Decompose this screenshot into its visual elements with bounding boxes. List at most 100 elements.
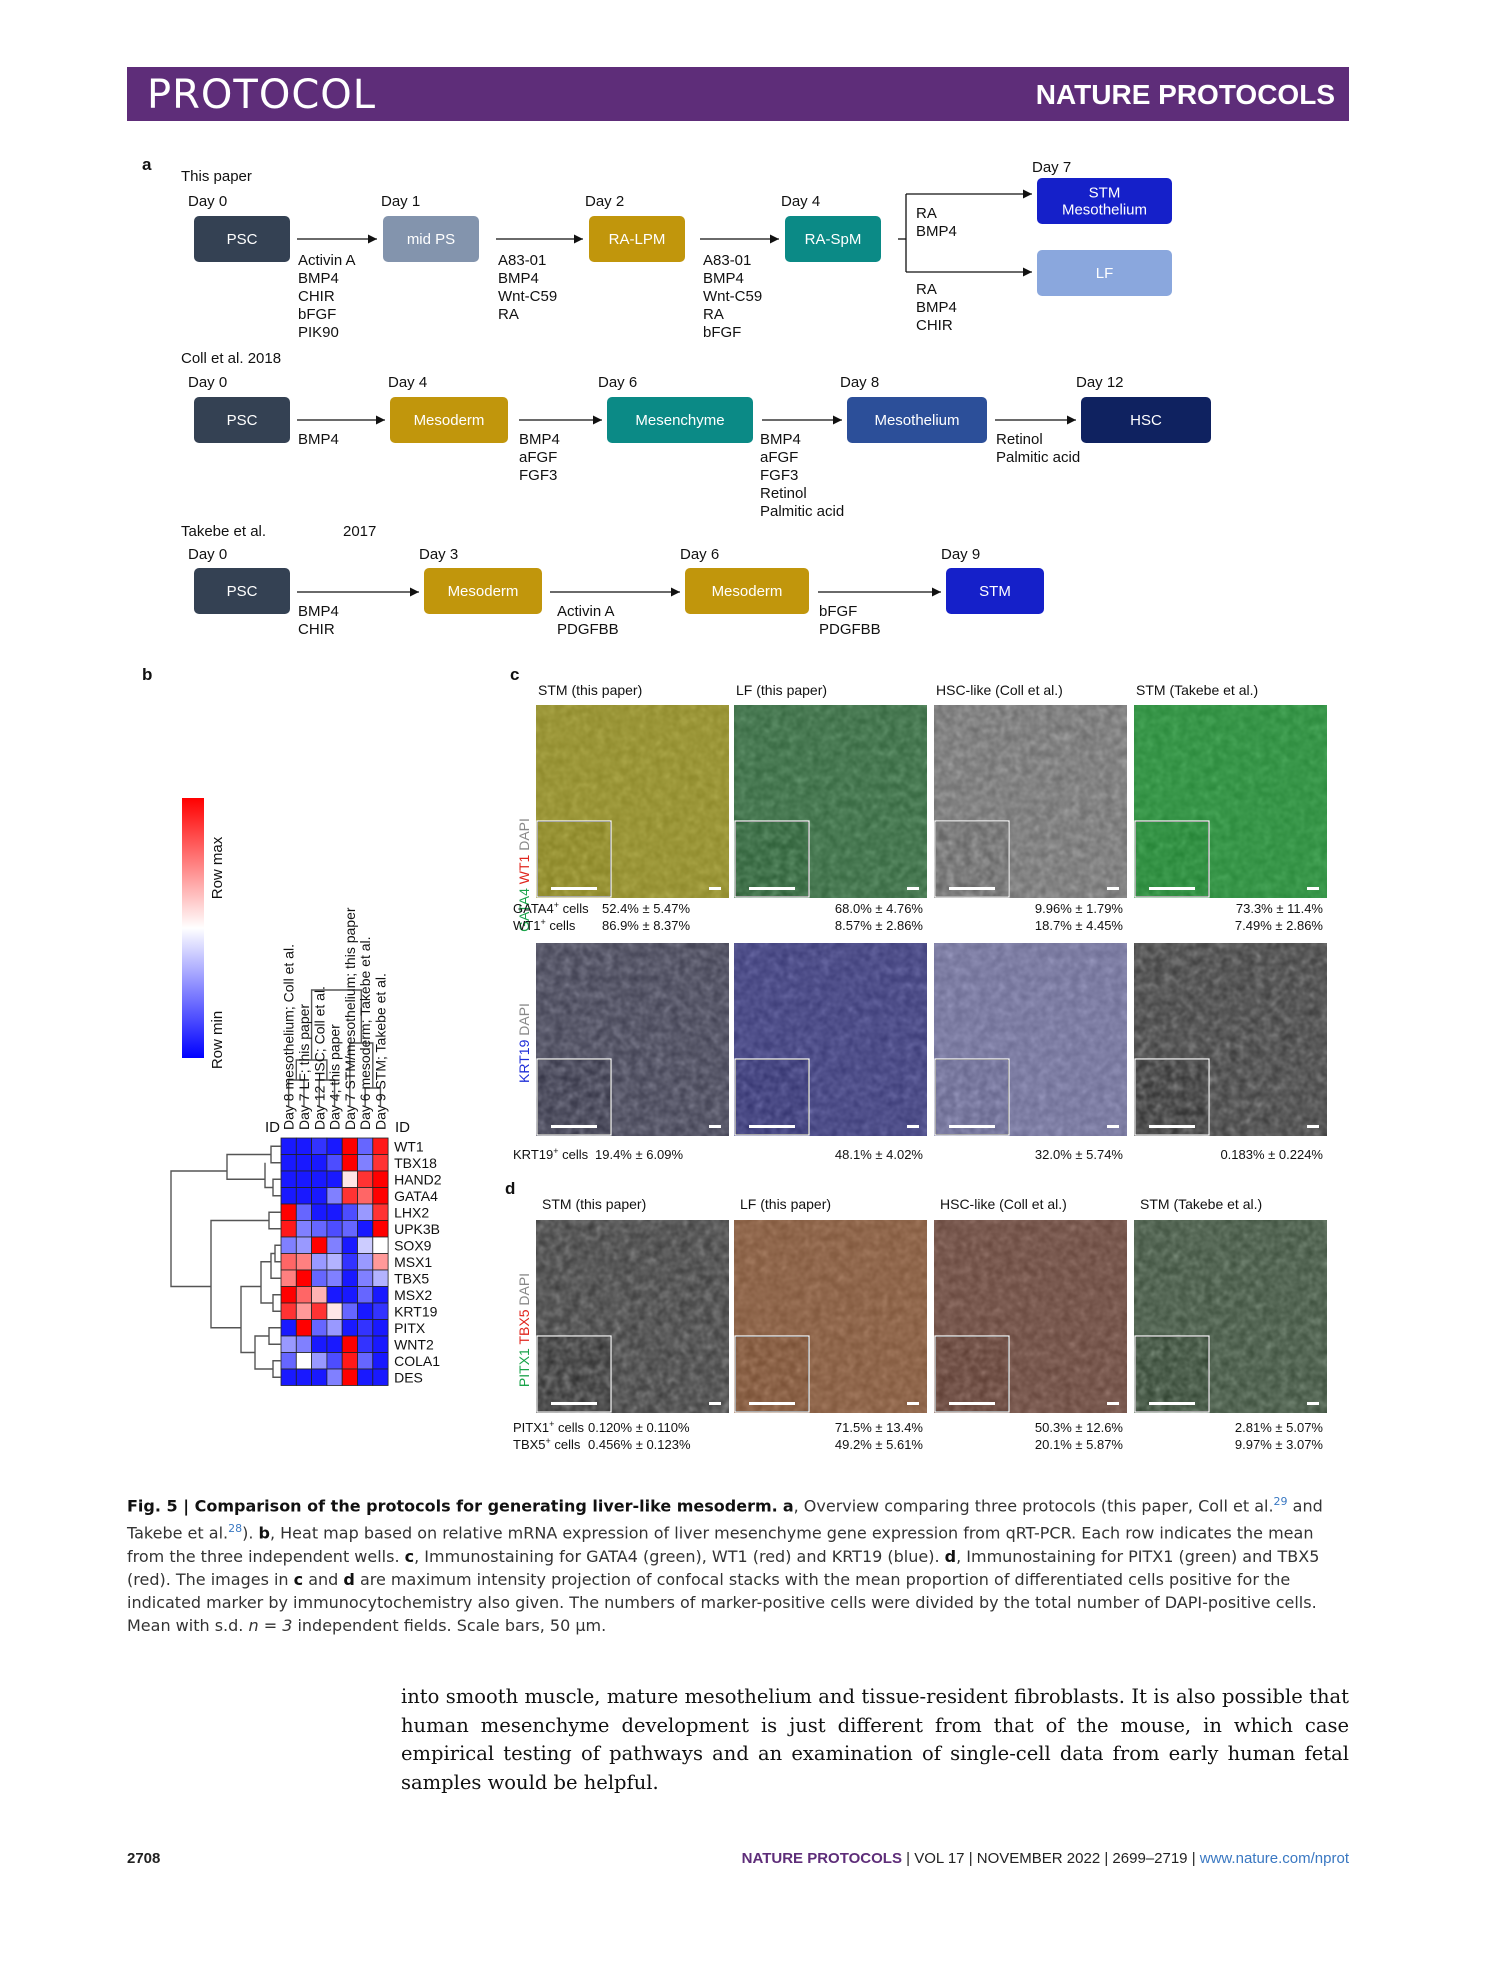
scale-bar-inset <box>749 1402 795 1405</box>
condition-text: CHIR <box>298 621 335 638</box>
stat-value: 50.3% ± 12.6% <box>1035 1420 1124 1435</box>
condition-text: bFGF <box>298 306 336 323</box>
heatmap-cell <box>280 1236 297 1254</box>
heatmap-cell <box>341 1368 358 1386</box>
journal-header-bar: PROTOCOL NATURE PROTOCOLS <box>127 67 1349 121</box>
heatmap-cell <box>295 1137 313 1155</box>
protocol-year-takebe: 2017 <box>343 523 376 540</box>
stat-value: 7.49% ± 2.86% <box>1235 918 1324 933</box>
heatmap-cell <box>326 1187 343 1205</box>
column-label: Day 8 mesothelium; Coll et al. <box>281 944 297 1130</box>
heatmap-cell <box>341 1319 358 1337</box>
row-dendrogram <box>268 1327 281 1345</box>
condition-text: Retinol <box>996 431 1043 448</box>
heatmap-cell <box>295 1154 313 1172</box>
condition-text: BMP4 <box>298 431 339 448</box>
caption-close: ). <box>242 1523 259 1543</box>
heatmap-cell <box>357 1286 374 1304</box>
column-label: Day 6 mesoderm; Takebe et al. <box>357 936 373 1130</box>
heatmap-cell <box>311 1154 328 1172</box>
reference-29[interactable]: 29 <box>1273 1495 1288 1508</box>
scale-bar <box>709 1402 721 1405</box>
row-dendrogram <box>274 1244 281 1263</box>
row-dendrogram <box>260 1261 273 1304</box>
heatmap-cell <box>357 1203 374 1221</box>
heatmap-cell <box>357 1170 374 1188</box>
day-label: Day 9 <box>941 546 980 563</box>
scale-bar <box>907 1125 919 1128</box>
heatmap-cell <box>295 1335 313 1353</box>
heatmap-cell <box>372 1286 389 1304</box>
column-header-c: LF (this paper) <box>736 682 827 698</box>
heatmap-cell <box>280 1352 297 1370</box>
heatmap-cell <box>357 1253 374 1271</box>
protocol-title-takebe: Takebe et al. <box>181 523 266 540</box>
condition-text: A83-01 <box>703 252 751 269</box>
column-header-d: STM (Takebe et al.) <box>1140 1196 1262 1212</box>
scale-bar-inset <box>551 887 597 890</box>
reference-28[interactable]: 28 <box>228 1522 243 1536</box>
day-label: Day 7 <box>1032 159 1071 176</box>
heatmap-cell <box>295 1236 313 1254</box>
protocol-box-label: mid PS <box>407 231 455 248</box>
footer-url-link[interactable]: www.nature.com/nprot <box>1199 1850 1349 1867</box>
legend-max-label: Row max <box>209 836 226 899</box>
gene-label: MSX1 <box>394 1254 432 1270</box>
heatmap-cell <box>341 1154 358 1172</box>
protocol-box-label: Mesothelium <box>1062 202 1147 219</box>
protocol-box <box>194 216 290 262</box>
caption-title: Fig. 5 | Comparison of the protocols for… <box>127 1496 778 1516</box>
panel-b-label: b <box>142 665 153 684</box>
condition-text: RA <box>703 306 724 323</box>
footer-sep: | <box>1191 1850 1196 1867</box>
protocol-box-label: Mesoderm <box>448 583 519 600</box>
caption-c-text: , Immunostaining for GATA4 (green), WT1 … <box>414 1546 945 1566</box>
heatmap-cell <box>280 1269 297 1287</box>
heatmap-cell <box>341 1187 358 1205</box>
scale-bar <box>1107 1125 1119 1128</box>
caption-takebe: and Takebe et al. <box>127 1496 1323 1543</box>
heatmap-cell <box>311 1302 328 1320</box>
stat-value: 20.1% ± 5.87% <box>1035 1437 1124 1452</box>
column-dendrogram <box>310 989 363 1060</box>
scale-bar-inset <box>749 887 795 890</box>
row-dendrogram <box>240 1285 261 1354</box>
heatmap-cell <box>311 1170 328 1188</box>
scale-bar-inset <box>749 1125 795 1128</box>
micrograph-c-row2-inset-tint <box>736 1060 808 1134</box>
stat-value: 52.4% ± 5.47% <box>602 901 691 916</box>
condition-text: aFGF <box>519 449 557 466</box>
micrograph-c-row2-inset-texture <box>736 1060 808 1134</box>
gene-label: PITX <box>394 1320 426 1336</box>
row-dendrogram <box>264 1162 273 1189</box>
heatmap-cell <box>311 1137 328 1155</box>
heatmap-cell <box>280 1187 297 1205</box>
heatmap-cell <box>280 1368 297 1386</box>
footer-sep: | <box>968 1850 973 1867</box>
condition-text: FGF3 <box>519 467 557 484</box>
micrograph-d-inset-tint <box>538 1337 610 1411</box>
row-dendrogram <box>272 1360 281 1378</box>
heatmap-cell <box>372 1352 389 1370</box>
condition-text: BMP4 <box>298 270 339 287</box>
row-dendrogram <box>270 1145 281 1164</box>
condition-text: Wnt-C59 <box>498 288 557 305</box>
scale-bar <box>1107 887 1119 890</box>
condition-text: Palmitic acid <box>996 449 1080 466</box>
protocol-box-label: Mesenchyme <box>635 412 724 429</box>
stat-value: 9.96% ± 1.79% <box>1035 901 1124 916</box>
day-label: Day 4 <box>388 374 427 391</box>
protocol-box <box>847 397 987 443</box>
caption-n: n = 3 <box>248 1615 293 1635</box>
condition-text: Retinol <box>760 485 807 502</box>
column-header-d: STM (this paper) <box>542 1196 646 1212</box>
protocol-box-label: Mesothelium <box>874 412 959 429</box>
heatmap-cell <box>372 1269 389 1287</box>
caption-c-label: c <box>404 1546 415 1566</box>
column-label: Day 12 HSC; Coll et al. <box>311 986 327 1130</box>
condition-text: RA <box>498 306 519 323</box>
panel-d-label: d <box>505 1179 515 1198</box>
heatmap-cell <box>357 1187 374 1205</box>
id-label-right: ID <box>395 1119 410 1136</box>
condition-text: PDGFBB <box>557 621 619 638</box>
